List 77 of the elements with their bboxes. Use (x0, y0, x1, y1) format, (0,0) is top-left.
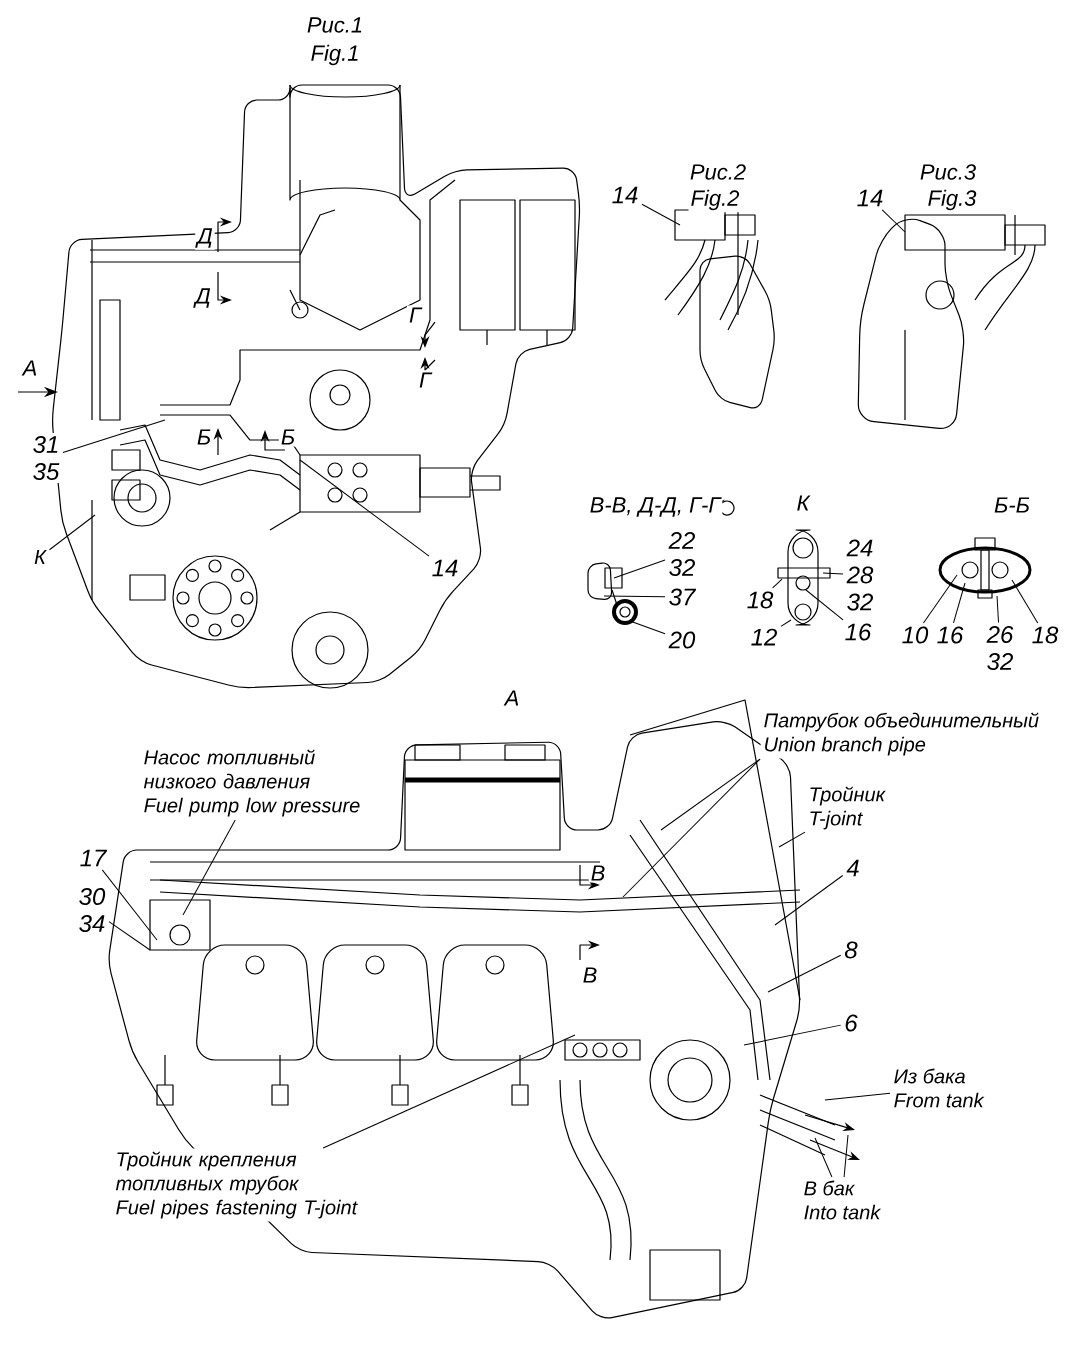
callout-label: В бак Into tank (800, 1177, 884, 1223)
view-label: К (794, 493, 812, 513)
leader-line (996, 595, 1000, 623)
leader-line (322, 1034, 576, 1149)
view-label: Б (194, 427, 214, 447)
leader-line (824, 1092, 891, 1101)
view-label: В (588, 863, 608, 883)
callout-number: 10 (898, 623, 932, 647)
leader-line (843, 1134, 849, 1178)
leader-line (299, 459, 430, 557)
callout-number: 8 (841, 938, 861, 962)
callout-label: К (31, 547, 49, 567)
leader-line (953, 582, 966, 624)
leader-line (774, 875, 844, 926)
callout-number: 12 (747, 625, 781, 649)
callout-label: Насос топливный низкого давления Fuel pump low pressure (140, 746, 371, 820)
callout-number: 31 35 (29, 433, 63, 483)
clamp-drawing (587, 562, 638, 625)
leader-line (641, 203, 681, 226)
view-label: А (20, 358, 40, 378)
callout-label: Из бака From tank (890, 1065, 987, 1111)
callout-number: 14 (428, 556, 462, 580)
leader-line (108, 921, 151, 951)
leader-line (778, 831, 806, 848)
view-label: А (502, 688, 522, 708)
view-label: Б-Б (992, 495, 1032, 515)
leader-line (881, 209, 906, 233)
leader-line (767, 954, 842, 993)
leader-line (822, 572, 844, 575)
leader-line (629, 620, 666, 635)
view-label: Рис.2 (687, 162, 749, 182)
leader-line (743, 1024, 842, 1046)
callout-label: Тройник T-joint (805, 783, 889, 833)
callout-number: 26 32 (983, 623, 1017, 673)
callout-number: 14 (608, 183, 642, 207)
leader-line (1011, 579, 1039, 624)
view-label: Fig.1 (308, 42, 362, 68)
leader-line (772, 578, 783, 589)
clamp-drawing (777, 529, 831, 626)
view-label: Г (417, 370, 433, 390)
view-label: Д (195, 226, 215, 250)
leader-line (182, 819, 236, 916)
leader-line (49, 514, 96, 551)
callout-number: 24 28 32 (843, 536, 877, 614)
callout-number: 20 (665, 628, 699, 652)
leader-line (101, 869, 158, 941)
callout-number: 6 (841, 1011, 861, 1035)
callout-label: Тройник крепления топливных трубок Fuel pipes fastening T-joint (112, 1148, 369, 1222)
callout-number: 17 (76, 846, 110, 870)
clamp-drawing (938, 537, 1032, 599)
view-label: Г (407, 305, 423, 325)
leader-line (613, 559, 666, 579)
view-label: Д (193, 286, 213, 310)
callout-number: 18 (743, 588, 777, 612)
callout-number: 22 32 (665, 529, 699, 579)
callout-number: 4 (843, 856, 863, 880)
callout-label: Патрубок объединительный Union branch pipe (760, 709, 1042, 759)
leader-line (660, 758, 761, 831)
leader-line (814, 1137, 833, 1178)
callout-number: 14 (853, 186, 887, 210)
view-label: Fig.3 (925, 187, 979, 213)
view-label: Рис.1 (304, 15, 366, 35)
view-label: Рис.3 (917, 162, 979, 182)
leader-line (922, 574, 958, 624)
leader-line (780, 619, 792, 627)
leader-line (62, 419, 166, 454)
view-label: В (580, 965, 600, 985)
leader-line (805, 589, 844, 621)
view-label: Б (278, 427, 298, 447)
leader-line (603, 595, 666, 598)
callout-number: 16 (841, 620, 875, 644)
callout-number: 18 (1028, 623, 1062, 647)
callout-number: 30 34 (75, 885, 109, 935)
callout-number: 37 (665, 585, 699, 609)
callout-number: 16 (933, 623, 967, 647)
view-label: В-В, Д-Д, Г-Г (587, 495, 723, 519)
view-label: Fig.2 (688, 187, 742, 213)
